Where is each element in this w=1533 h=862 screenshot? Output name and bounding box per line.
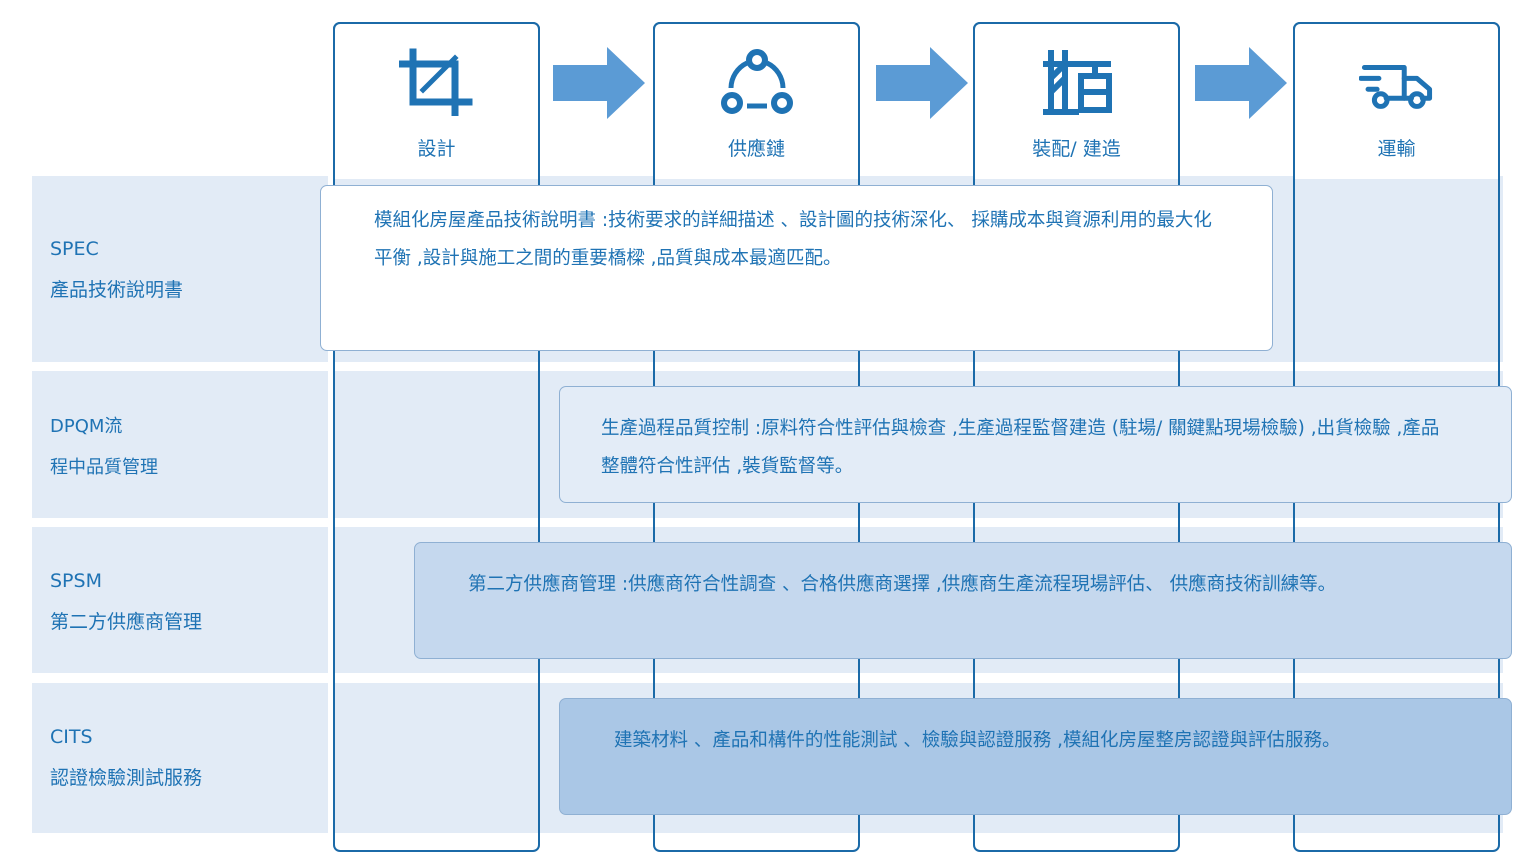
row-code: SPEC [50, 238, 99, 260]
truck-icon [1358, 65, 1432, 109]
stage-label-supply-chain: 供應鏈 [727, 138, 785, 160]
stage-header-assembly: 裝配/ 建造 [973, 22, 1180, 179]
description-text: 第二方供應商管理 :供應商符合性調查 、合格供應商選擇 ,供應商生產流程現場評估… [468, 574, 1337, 595]
stage-header-supply-chain: 供應鏈 [653, 22, 860, 179]
stage-header-transport: 運輸 [1293, 22, 1500, 179]
label-column-divider [328, 176, 334, 833]
stage-label-design: 設計 [417, 138, 456, 160]
crop-icon [398, 48, 472, 116]
crane-icon [1042, 50, 1112, 115]
row-name: 產品技術說明書 [50, 279, 184, 301]
description-text: 建築材料 、產品和構件的性能測試 、檢驗與認證服務 ,模組化房屋整房認證與評估服… [614, 730, 1341, 751]
row-name: 第二方供應商管理 [50, 611, 203, 633]
description-box-spec: 模組化房屋產品技術說明書 :技術要求的詳細描述 、設計圖的技術深化、 採購成本與… [320, 185, 1273, 351]
stage-label-assembly: 裝配/ 建造 [1032, 138, 1121, 160]
row-name: 認證檢驗測試服務 [50, 767, 203, 789]
description-text: 生產過程品質控制 :原料符合性評估與檢查 ,生產過程監督建造 (駐場/ 關鍵點現… [601, 418, 1440, 477]
network-icon [720, 49, 793, 114]
row-code: CITS [50, 726, 93, 748]
description-box-dpqm: 生產過程品質控制 :原料符合性評估與檢查 ,生產過程監督建造 (駐場/ 關鍵點現… [559, 386, 1512, 503]
description-box-cits: 建築材料 、產品和構件的性能測試 、檢驗與認證服務 ,模組化房屋整房認證與評估服… [559, 698, 1512, 815]
arrow-right-icon [553, 47, 645, 119]
row-name: 程中品質管理 [50, 457, 158, 478]
stage-header-design: 設計 [333, 22, 540, 179]
arrow-right-icon [876, 47, 968, 119]
row-code: SPSM [50, 570, 102, 592]
row-label-spec: SPEC 產品技術說明書 [50, 229, 183, 311]
description-box-spsm: 第二方供應商管理 :供應商符合性調查 、合格供應商選擇 ,供應商生產流程現場評估… [414, 542, 1512, 659]
row-label-dpqm: DPQM流 程中品質管理 [50, 406, 158, 488]
description-text: 模組化房屋產品技術說明書 :技術要求的詳細描述 、設計圖的技術深化、 採購成本與… [374, 210, 1212, 269]
row-label-spsm: SPSM 第二方供應商管理 [50, 561, 202, 643]
row-code: DPQM流 [50, 416, 123, 437]
row-label-cits: CITS 認證檢驗測試服務 [50, 717, 202, 799]
arrow-right-icon [1195, 47, 1287, 119]
stage-label-transport: 運輸 [1377, 138, 1416, 160]
